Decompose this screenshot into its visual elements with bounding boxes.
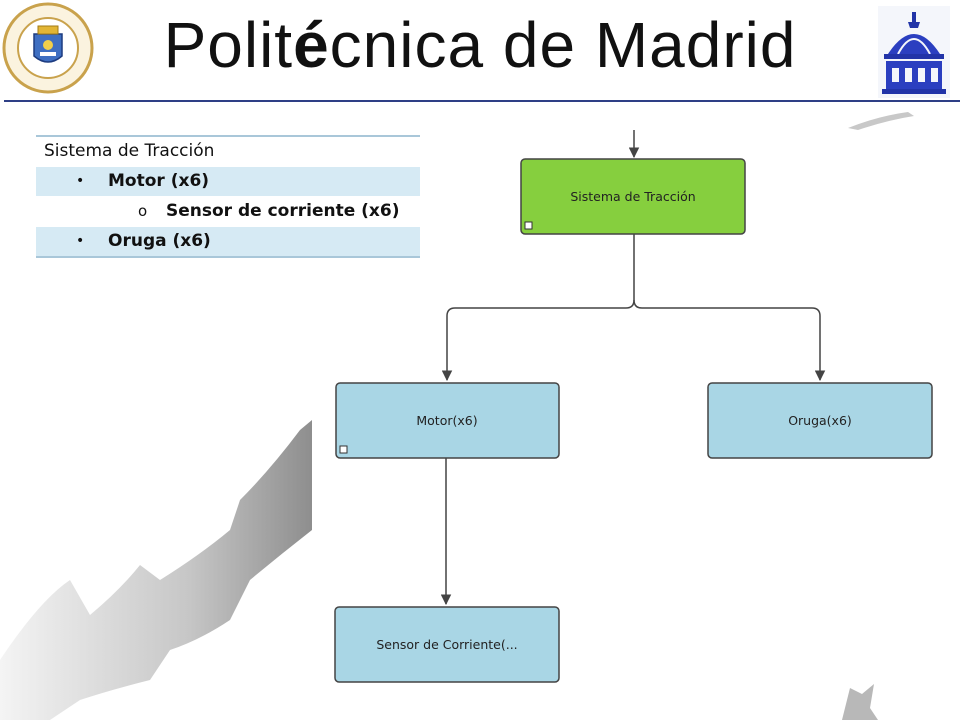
node-motor[interactable]: Motor(x6) [335, 382, 560, 459]
outline-item-label: Oruga (x6) [108, 231, 211, 251]
outline-item-motor: • Motor (x6) [36, 167, 420, 197]
edge-root-to-oruga [633, 299, 826, 382]
outline-item-label: Motor (x6) [108, 171, 210, 191]
decorative-stroke-top-right [848, 112, 914, 130]
node-handle-icon [339, 445, 348, 454]
university-seal-logo [2, 2, 94, 94]
node-label: Motor(x6) [416, 413, 477, 428]
outline-item-oruga: • Oruga (x6) [36, 227, 420, 258]
outline-heading: Sistema de Tracción [44, 141, 215, 161]
node-sistema-de-traccion[interactable]: Sistema de Tracción [520, 158, 746, 235]
node-label: Sistema de Tracción [570, 189, 695, 204]
header-divider [4, 100, 960, 102]
bullet-icon: • [76, 173, 85, 189]
outline-item-sensor: o Sensor de corriente (x6) [36, 197, 420, 227]
node-label: Sensor de Corriente(... [376, 637, 517, 652]
decorative-torn-paper [0, 420, 312, 720]
bullet-icon: • [76, 233, 85, 249]
hierarchy-outline: Sistema de Tracción • Motor (x6) o Senso… [36, 135, 420, 258]
outline-item-label: Sensor de corriente (x6) [166, 201, 400, 221]
node-sensor-de-corriente[interactable]: Sensor de Corriente(... [334, 606, 560, 683]
edge-root-to-children [441, 234, 635, 382]
dome-logo-icon [878, 6, 950, 98]
node-handle-icon [524, 221, 533, 230]
node-oruga[interactable]: Oruga(x6) [707, 382, 933, 459]
decorative-stroke-bottom-right [842, 684, 878, 720]
hollow-bullet-icon: o [138, 202, 148, 220]
outline-heading-row: Sistema de Tracción [36, 135, 420, 167]
node-label: Oruga(x6) [788, 413, 852, 428]
page-title: Politécnica de Madrid [163, 9, 797, 81]
